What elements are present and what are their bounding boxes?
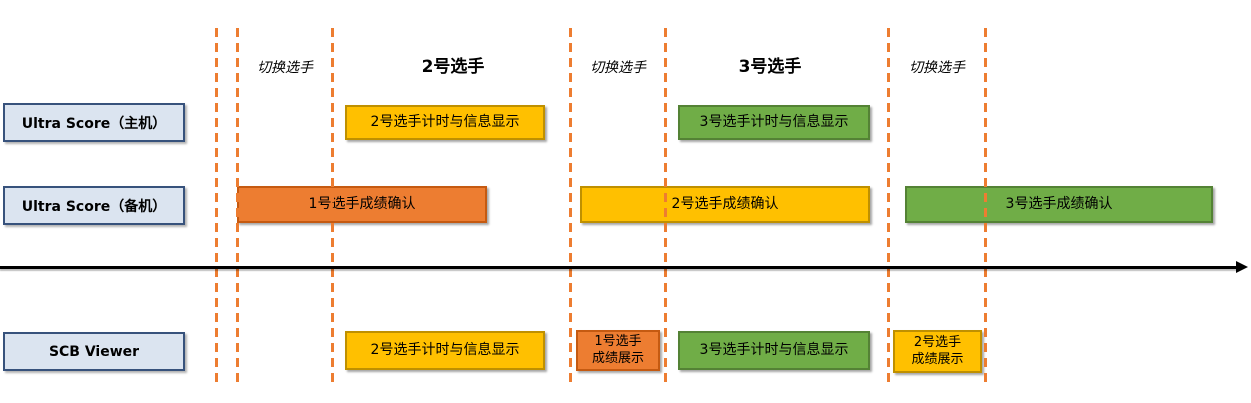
- activity-viewer-player1-show-line2: 成绩展示: [591, 350, 644, 366]
- activity-viewer-player2-show-line2: 成绩展示: [911, 351, 964, 367]
- phase-label-switch-1: 切换选手: [257, 60, 313, 76]
- phase-separator-line: [664, 28, 667, 388]
- activity-main-player3-timing: 3号选手计时与信息显示: [678, 105, 870, 140]
- lane-label-ultrascore-main: Ultra Score（主机）: [3, 103, 185, 142]
- activity-viewer-player2-timing: 2号选手计时与信息显示: [345, 331, 545, 370]
- phase-label-player3: 3号选手: [738, 57, 802, 77]
- phase-separator-line: [215, 28, 218, 388]
- phase-label-switch-3: 切换选手: [909, 60, 965, 76]
- activity-viewer-player3-timing: 3号选手计时与信息显示: [678, 331, 870, 370]
- phase-label-switch-2: 切换选手: [590, 60, 646, 76]
- activity-viewer-player2-show: 2号选手 成绩展示: [893, 330, 982, 373]
- timeline-axis: [0, 266, 1238, 269]
- activity-viewer-player2-show-line1: 2号选手: [913, 335, 962, 351]
- activity-viewer-player1-show-line1: 1号选手: [594, 334, 642, 350]
- activity-viewer-player1-show: 1号选手 成绩展示: [576, 330, 660, 371]
- lane-label-scb-viewer: SCB Viewer: [3, 332, 185, 371]
- phase-separator-line: [569, 28, 572, 388]
- phase-separator-line: [887, 28, 890, 388]
- activity-backup-player3-confirm: 3号选手成绩确认: [905, 186, 1213, 223]
- activity-main-player2-timing: 2号选手计时与信息显示: [345, 105, 545, 140]
- activity-backup-player2-confirm: 2号选手成绩确认: [580, 186, 870, 223]
- phase-separator-line: [236, 28, 239, 388]
- activity-backup-player1-confirm: 1号选手成绩确认: [237, 186, 487, 223]
- lane-label-ultrascore-backup: Ultra Score（备机）: [3, 186, 185, 225]
- phase-label-player2: 2号选手: [421, 57, 485, 77]
- phase-separator-line: [984, 28, 987, 388]
- phase-separator-line: [331, 28, 334, 388]
- timeline-arrowhead-icon: [1236, 261, 1248, 273]
